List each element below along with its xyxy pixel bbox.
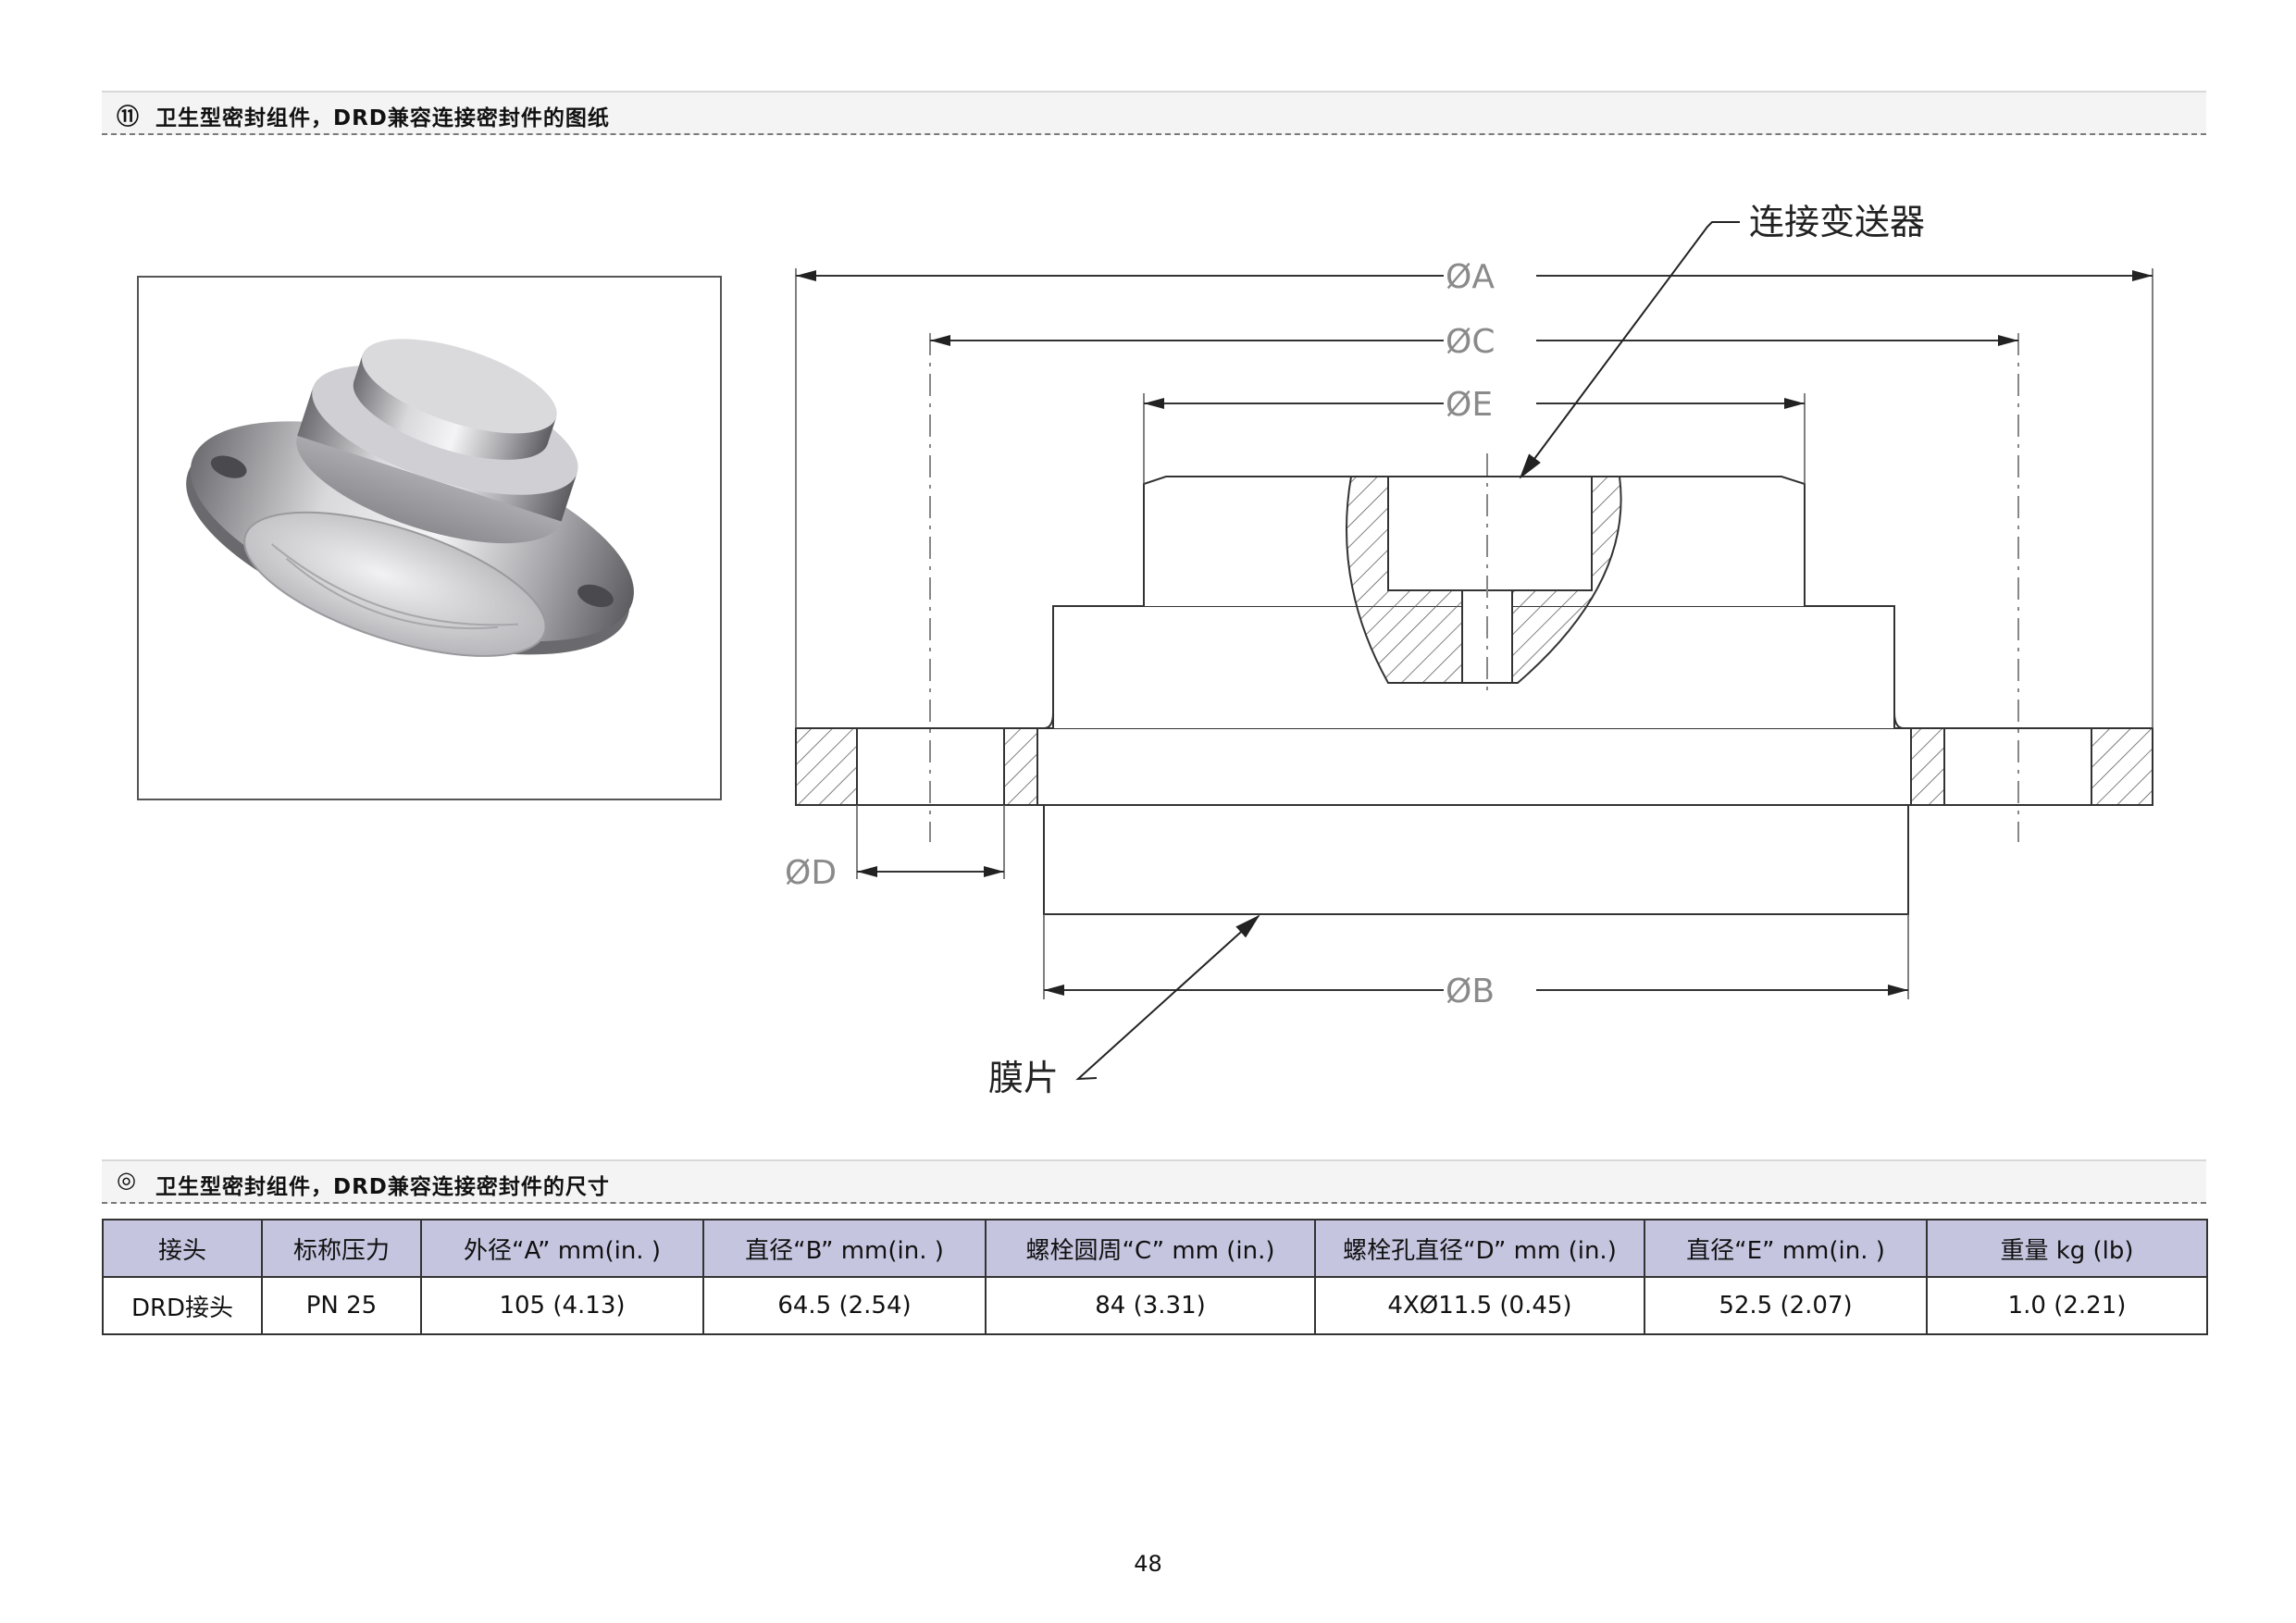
header-pressure: 标称压力 [261, 1219, 422, 1278]
cell-connector: DRD接头 [102, 1276, 263, 1335]
dim-label-e: ØE [1446, 386, 1493, 424]
section-title: 卫生型密封组件，DRD兼容连接密封件的尺寸 [155, 1175, 610, 1199]
extension-lines [795, 268, 2153, 999]
table-row: DRD接头 PN 25 105 (4.13) 64.5 (2.54) 84 (3… [102, 1276, 2208, 1335]
cell-weight: 1.0 (2.21) [1926, 1276, 2208, 1335]
dimension-lines [796, 275, 2153, 991]
cell-bolt-circle-c: 84 (3.31) [985, 1276, 1316, 1335]
flange-render-image [186, 339, 634, 657]
callout-diaphragm-label: 膜片 [988, 1058, 1059, 1098]
header-connector: 接头 [102, 1219, 263, 1278]
header-bolt-hole-d: 螺栓孔直径“D” mm (in.) [1314, 1219, 1645, 1278]
cell-diameter-b: 64.5 (2.54) [702, 1276, 987, 1335]
header-diameter-e: 直径“E” mm(in. ) [1644, 1219, 1928, 1278]
cell-outer-diameter-a: 105 (4.13) [420, 1276, 704, 1335]
header-diameter-b: 直径“B” mm(in. ) [702, 1219, 987, 1278]
centerlines [929, 333, 2019, 842]
table-header-row: 接头 标称压力 外径“A” mm(in. ) 直径“B” mm(in. ) 螺栓… [102, 1219, 2208, 1278]
dim-label-c: ØC [1446, 323, 1495, 361]
header-bolt-circle-c: 螺栓圆周“C” mm (in.) [985, 1219, 1316, 1278]
hatched-sections [795, 476, 2153, 806]
dim-label-b: ØB [1446, 973, 1495, 1010]
header-outer-diameter-a: 外径“A” mm(in. ) [420, 1219, 704, 1278]
page-number: 48 [1134, 1551, 1162, 1577]
callout-transmitter-label: 连接变送器 [1749, 202, 1925, 242]
section-title: 卫生型密封组件，DRD兼容连接密封件的图纸 [155, 106, 610, 130]
dim-label-a: ØA [1446, 258, 1495, 296]
callout-leaders [1075, 221, 1740, 1081]
product-photo [137, 276, 722, 800]
header-weight: 重量 kg (lb) [1926, 1219, 2208, 1278]
dimension-arrows [796, 270, 2153, 996]
dim-label-d: ØD [785, 854, 837, 892]
technical-drawing: ØA ØC ØE ØB ØD 连接变送器 膜片 [785, 202, 2153, 1098]
section-number: ⑪ [117, 104, 139, 130]
cell-bolt-hole-d: 4XØ11.5 (0.45) [1314, 1276, 1645, 1335]
section-bullet: ◎ [117, 1167, 136, 1193]
section-header-drawing: ⑪ 卫生型密封组件，DRD兼容连接密封件的图纸 [102, 91, 2206, 135]
section-header-dimensions: ◎ 卫生型密封组件，DRD兼容连接密封件的尺寸 [102, 1159, 2206, 1204]
cell-pressure: PN 25 [261, 1276, 422, 1335]
dimensions-table: 接头 标称压力 外径“A” mm(in. ) 直径“B” mm(in. ) 螺栓… [102, 1219, 2208, 1335]
cell-diameter-e: 52.5 (2.07) [1644, 1276, 1928, 1335]
